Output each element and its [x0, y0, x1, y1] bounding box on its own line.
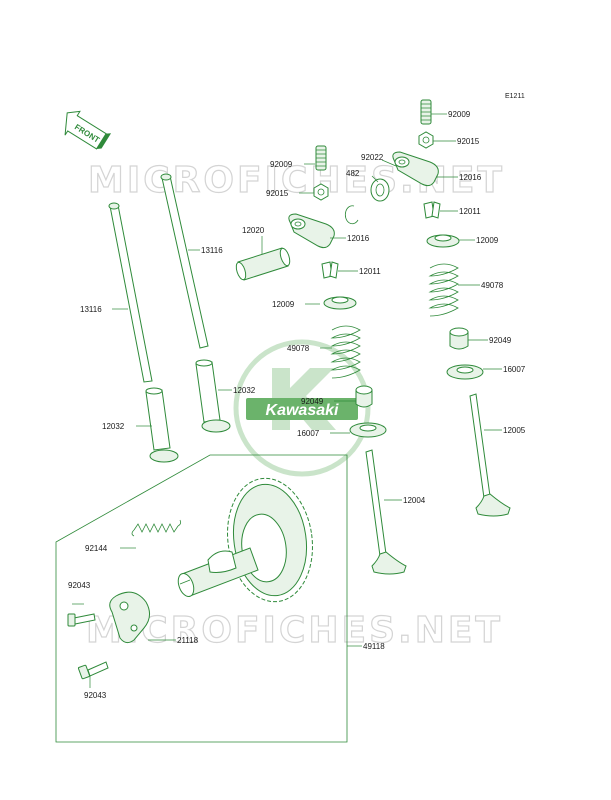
watermark-bottom: MICROFICHES.NET: [86, 610, 503, 651]
label-92015-mid: 92015: [266, 189, 289, 198]
label-12020: 12020: [242, 226, 265, 235]
label-16007-right: 16007: [503, 365, 526, 374]
part-92043-bolt-bottom: [77, 661, 109, 680]
part-12011-collet-mid: [321, 261, 339, 279]
label-12011-right: 12011: [459, 207, 481, 216]
part-12009-retainer-mid: [323, 296, 357, 310]
part-482-circlip: [344, 205, 359, 225]
part-13116-push-rod-front: [108, 202, 153, 383]
part-49078-spring-right: [428, 263, 459, 317]
part-12016-rocker-arm-right: [392, 151, 439, 187]
part-92009-screw-top: [420, 99, 432, 125]
part-21118-weight: [109, 591, 150, 644]
label-92009-mid: 92009: [270, 160, 293, 169]
diagram-code: E1211: [505, 93, 525, 100]
label-12032-rear: 12032: [233, 386, 256, 395]
part-92049-seal-right: [449, 327, 469, 350]
label-16007-mid: 16007: [297, 429, 320, 438]
label-12009-right: 12009: [476, 236, 499, 245]
part-92022-washer: [370, 178, 390, 202]
part-49118-camshaft-gear: [177, 477, 313, 603]
label-49078-right: 49078: [481, 281, 504, 290]
label-21118: 21118: [177, 636, 199, 645]
label-92049-mid: 92049: [301, 397, 324, 406]
part-12004-valve: [365, 449, 407, 575]
camshaft-assembly-box: [55, 454, 348, 743]
label-12005: 12005: [503, 426, 526, 435]
label-92009-top: 92009: [448, 110, 471, 119]
label-12004: 12004: [403, 496, 426, 505]
part-12020-rocker-shaft: [235, 247, 291, 281]
part-12009-retainer-right: [426, 234, 460, 248]
label-92144: 92144: [85, 544, 108, 553]
kawasaki-logo-text: Kawasaki: [266, 402, 339, 419]
part-92049-seal-mid: [355, 385, 373, 408]
label-13116-rear: 13116: [201, 246, 223, 255]
watermark-top: MICROFICHES.NET: [88, 160, 505, 201]
label-92043-top: 92043: [68, 581, 91, 590]
part-49078-spring-mid: [330, 325, 361, 379]
part-16007-seat-right: [446, 364, 484, 380]
label-12032-front: 12032: [102, 422, 125, 431]
label-92049-right: 92049: [489, 336, 512, 345]
part-92009-screw-mid: [315, 145, 327, 171]
label-92043-bottom: 92043: [84, 691, 107, 700]
part-12032-tappet-front: [145, 387, 179, 463]
kawasaki-logo: Kawasaki: [233, 339, 371, 477]
label-49118: 49118: [363, 642, 385, 651]
leader-lines: [72, 113, 502, 688]
label-12011-mid: 12011: [359, 267, 381, 276]
label-49078-mid: 49078: [287, 344, 310, 353]
part-number-labels: 92009 92015 92022 92009 482 12016 92015 …: [68, 110, 526, 700]
part-12005-valve-right: [469, 393, 511, 517]
label-92015-top: 92015: [457, 137, 480, 146]
part-12032-tappet-rear: [195, 359, 231, 433]
part-92043-bolt-top: [67, 613, 96, 627]
part-16007-seat-mid: [349, 422, 387, 438]
label-482: 482: [346, 169, 360, 178]
label-13116-front: 13116: [80, 305, 102, 314]
part-12016-rocker-arm-mid: [288, 213, 335, 249]
part-92015-nut-mid: [313, 183, 329, 201]
front-arrow-icon: FRONT: [64, 110, 112, 150]
label-12016-right: 12016: [459, 173, 482, 182]
label-92022: 92022: [361, 153, 384, 162]
label-12009-mid: 12009: [272, 300, 295, 309]
part-12011-collet-right: [423, 201, 441, 219]
label-12016-mid: 12016: [347, 234, 370, 243]
part-92144-spring: [131, 519, 182, 537]
part-13116-push-rod-rear: [160, 173, 209, 349]
part-92015-nut-top: [418, 131, 434, 149]
